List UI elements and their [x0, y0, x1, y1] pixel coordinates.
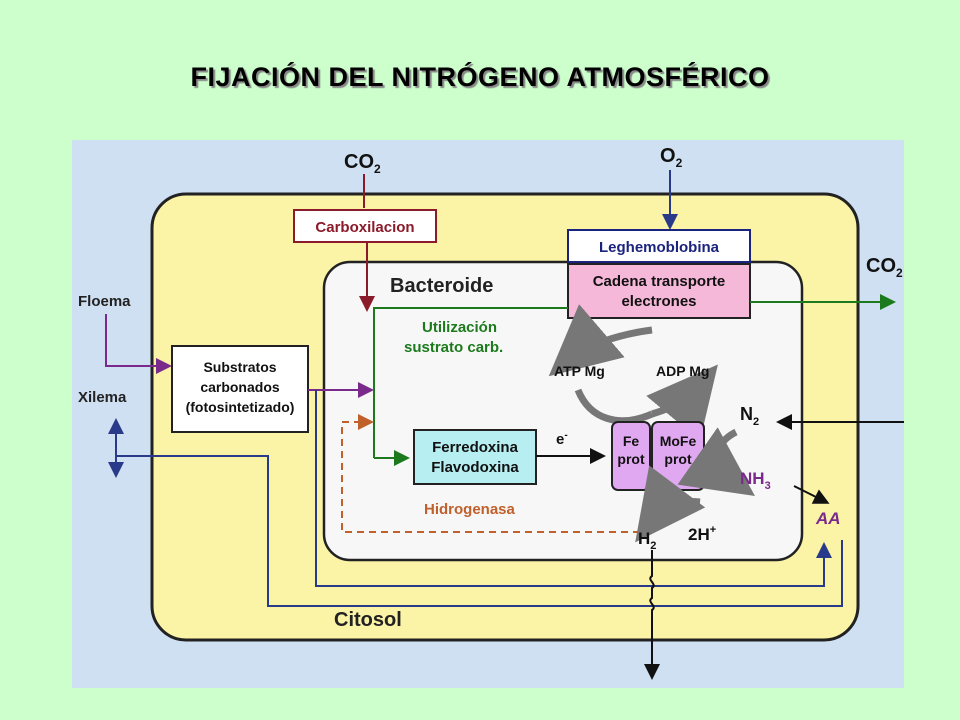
adp-cycle-arrow — [646, 364, 718, 441]
substratos-line3: (fotosintetizado) — [186, 399, 295, 415]
xilema-label: Xilema — [78, 389, 127, 406]
o2-top-label: O2 — [660, 145, 683, 170]
cadena-line1: Cadena transporte — [593, 273, 726, 290]
nh3-to-aa-arrow — [793, 485, 830, 504]
floema-arrow — [105, 314, 172, 374]
carboxilacion-label: Carboxilacion — [315, 219, 414, 236]
n2-label: N2 — [740, 404, 759, 428]
atp-label: ATP Mg — [554, 363, 605, 379]
leghemoglobina-label: Leghemoblobina — [599, 239, 720, 256]
floema-label: Floema — [78, 293, 131, 310]
citosol-label: Citosol — [334, 609, 402, 631]
page-title: FIJACIÓN DEL NITRÓGENO ATMOSFÉRICO — [190, 62, 770, 92]
substratos-to-aa-line — [315, 390, 832, 587]
utilizacion-line — [373, 307, 568, 458]
substratos-line2: carbonados — [200, 379, 280, 395]
h-plus-label: 2H+ — [688, 524, 716, 544]
substratos-box — [171, 345, 309, 433]
h2-exit-arrow — [644, 550, 660, 680]
carboxilacion-box — [293, 209, 437, 243]
utilizacion-line1: Utilización — [422, 319, 497, 336]
utilizacion-line2: sustrato carb. — [404, 339, 503, 356]
aa-label: AA — [815, 509, 841, 528]
adp-label: ADP Mg — [656, 363, 709, 379]
cadena-line2: electrones — [621, 293, 696, 310]
mofe-prot-line1: MoFe — [660, 433, 697, 449]
fe-prot-line1: Fe — [623, 433, 640, 449]
leghemoglobina-box — [567, 229, 751, 263]
ferredoxina-box — [413, 429, 537, 485]
nh3-label: NH3 — [740, 469, 771, 492]
atp-cycle-lower-arrow — [574, 388, 654, 425]
h-plus-to-h2-arrow — [635, 465, 706, 543]
atp-cycle-upper-arrow — [548, 304, 653, 377]
co2-right-label: CO2 — [866, 255, 903, 280]
xilema-loop-line — [116, 455, 843, 607]
mofe-prot-line2: prot — [664, 451, 692, 467]
nitrogen-fixation-diagram: CO2 Carboxilacion O2 Leghemoblobina Cade… — [72, 140, 904, 688]
ferredoxina-line2: Flavodoxina — [431, 459, 519, 476]
bacteroide-label: Bacteroide — [390, 275, 493, 297]
n2-to-nh3-arrow — [677, 427, 755, 497]
fe-prot-line2: prot — [617, 451, 645, 467]
co2-top-label: CO2 — [344, 151, 381, 176]
hidrogenasa-label: Hidrogenasa — [424, 501, 516, 518]
electron-label: e- — [556, 430, 568, 448]
substratos-line1: Substratos — [203, 359, 276, 375]
ferredoxina-line1: Ferredoxina — [432, 439, 519, 456]
hidrogenasa-dashed-line — [341, 414, 640, 533]
h2-label: H2 — [638, 529, 656, 552]
